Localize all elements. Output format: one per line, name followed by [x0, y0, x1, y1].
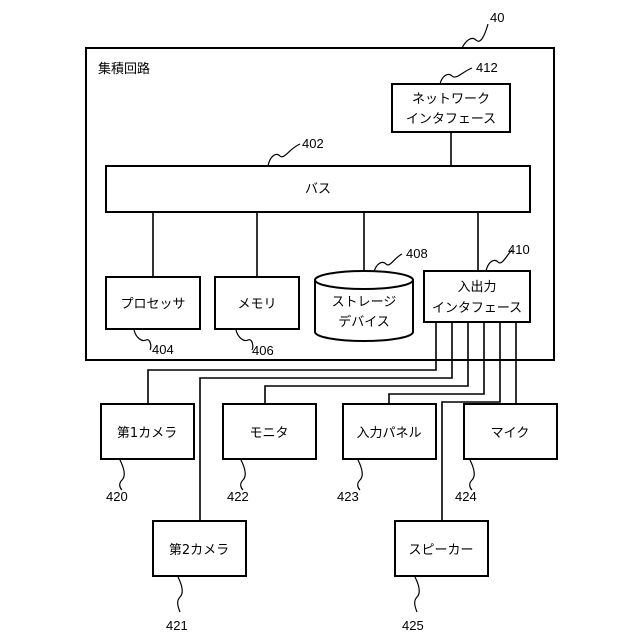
ref-420: 420 — [106, 489, 128, 504]
microphone: マイク 424 — [455, 404, 557, 504]
camera-1: 第1カメラ 420 — [101, 404, 194, 504]
processor-label: プロセッサ — [120, 297, 185, 312]
monitor: モニタ 422 — [223, 404, 316, 504]
input-panel-label: 入力パネル — [356, 426, 421, 441]
leader-425 — [415, 577, 419, 612]
leader-424 — [470, 460, 474, 490]
camera-2-label: 第2カメラ — [169, 543, 229, 558]
speaker: スピーカー 425 — [395, 521, 488, 633]
ref-408: 408 — [406, 246, 428, 261]
ref-421: 421 — [166, 618, 188, 633]
bus-label: バス — [305, 182, 331, 197]
ref-424: 424 — [455, 489, 477, 504]
ref-410: 410 — [508, 242, 530, 257]
leader-423 — [358, 460, 362, 490]
ref-402: 402 — [302, 136, 324, 151]
leader-420 — [120, 460, 124, 490]
leader-421 — [178, 577, 182, 612]
camera-1-label: 第1カメラ — [117, 426, 177, 441]
memory-label: メモリ — [237, 297, 276, 312]
network-interface-label-line1: ネットワーク — [412, 92, 490, 107]
ref-425: 425 — [402, 618, 424, 633]
ref-406: 406 — [252, 343, 274, 358]
network-interface-label-line2: インタフェース — [406, 112, 496, 127]
ref-40: 40 — [490, 10, 504, 25]
ref-404: 404 — [152, 342, 174, 357]
speaker-label: スピーカー — [408, 543, 473, 558]
io-interface-label-line2: インタフェース — [432, 301, 522, 316]
ref-412: 412 — [476, 60, 498, 75]
camera-2: 第2カメラ 421 — [153, 521, 246, 633]
io-interface-label-line1: 入出力 — [457, 280, 496, 295]
storage-device-label-line2: デバイス — [338, 314, 390, 330]
monitor-label: モニタ — [249, 426, 288, 441]
microphone-label: マイク — [491, 426, 530, 441]
input-panel: 入力パネル 423 — [337, 404, 436, 504]
storage-device-label-line1: ストレージ — [332, 295, 397, 310]
leader-422 — [241, 460, 245, 490]
integrated-circuit-label: 集積回路 — [98, 61, 150, 77]
ref-422: 422 — [227, 489, 249, 504]
leader-40 — [462, 24, 488, 48]
ref-423: 423 — [337, 489, 359, 504]
